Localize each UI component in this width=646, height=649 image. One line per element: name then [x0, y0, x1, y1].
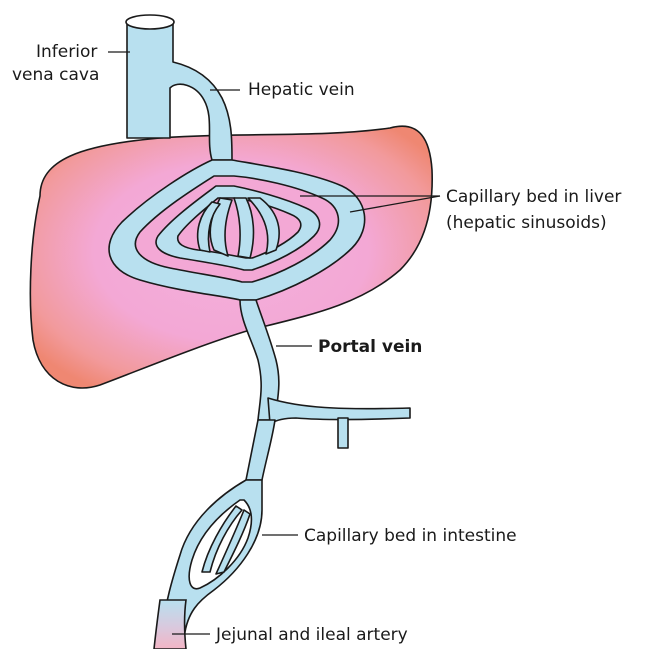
capillary-liver-label-line2: (hepatic sinusoids): [446, 213, 607, 233]
jejunal-artery-label: Jejunal and ileal artery: [215, 625, 408, 645]
portal-vein-label: Portal vein: [318, 337, 422, 357]
capillary-intestine-label: Capillary bed in intestine: [304, 526, 517, 546]
ivc-label-line2: vena cava: [12, 65, 99, 85]
capillary-liver-label-line1: Capillary bed in liver: [446, 187, 621, 207]
ivc-label-line1: Inferior: [36, 42, 97, 62]
jejunal-artery: [154, 600, 186, 649]
small-branch: [338, 418, 348, 448]
hepatic-vein-label: Hepatic vein: [248, 80, 355, 100]
